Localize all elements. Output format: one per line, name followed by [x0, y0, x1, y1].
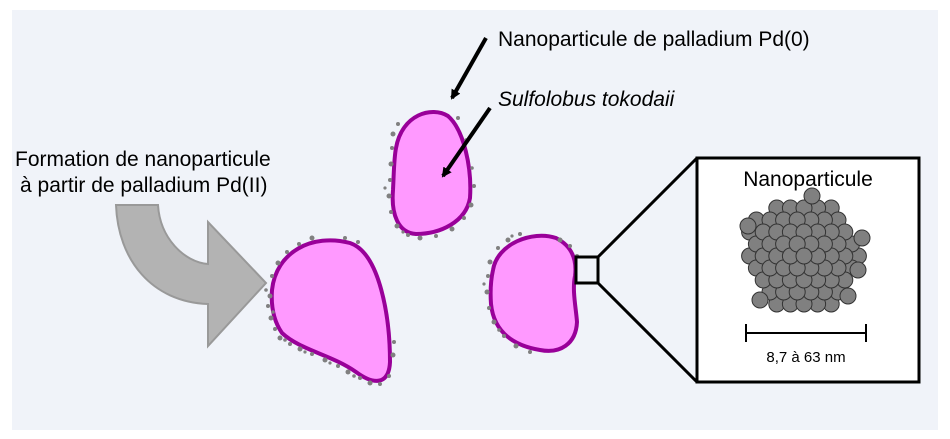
- cell-body: [491, 236, 577, 351]
- nanoparticle-atom: [740, 218, 756, 234]
- nanoparticle-atom: [752, 292, 768, 308]
- nanoparticle-atom: [840, 288, 856, 304]
- size-range-label: 8,7 à 63 nm: [766, 349, 845, 366]
- inset-title: Nanoparticule: [743, 168, 873, 191]
- cell-body: [393, 112, 471, 234]
- pd0-label: Nanoparticule de palladium Pd(0): [498, 28, 810, 51]
- nanoparticle-atom: [854, 230, 870, 246]
- nanoparticle-atom: [850, 262, 866, 278]
- formation-label-line1: Formation de nanoparticule: [15, 148, 271, 171]
- formation-label-line2: à partir de palladium Pd(II): [20, 174, 267, 197]
- nanoparticle-atom: [796, 248, 812, 264]
- organism-label: Sulfolobus tokodaii: [498, 88, 676, 111]
